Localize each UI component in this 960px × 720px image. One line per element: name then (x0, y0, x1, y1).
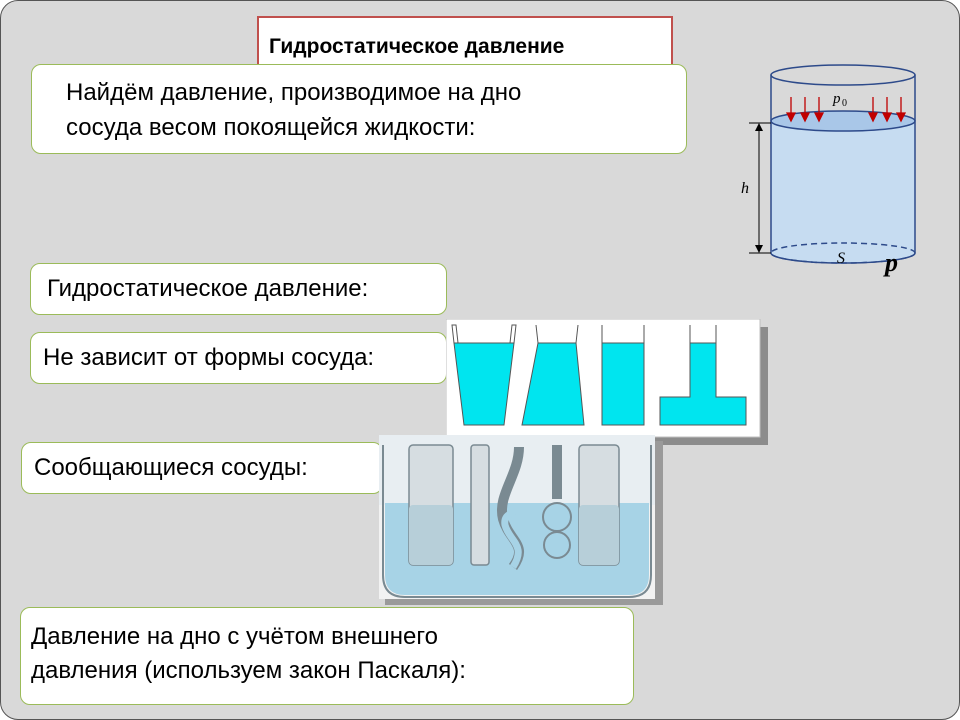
cylinder-top-ellipse (770, 64, 916, 86)
communicating-vessels-illustration (379, 435, 663, 605)
label-S: S (837, 250, 845, 267)
cylinder-diagram: h p 0 S p (741, 64, 916, 277)
shape-independence-label: Не зависит от формы сосуда: (43, 344, 375, 371)
find-pressure-line-2: сосуда весом покоящейся жидкости: (66, 114, 476, 141)
communicating-vessels-label: Сообщающиеся сосуды: (34, 454, 308, 481)
pascal-pressure-box: Давление на дно с учётом внешнего давлен… (20, 607, 634, 705)
label-p0-subscript: 0 (842, 98, 847, 109)
hydrostatic-pressure-label: Гидростатическое давление: (47, 275, 369, 302)
divider-2 (470, 444, 490, 566)
communicating-vessels-box: Сообщающиеся сосуды: (21, 442, 383, 494)
find-pressure-line-1: Найдём давление, производимое на дно (66, 79, 522, 106)
cylinder-water (771, 121, 915, 253)
pascal-pressure-line-1: Давление на дно с учётом внешнего (31, 623, 438, 650)
label-p: p (883, 248, 898, 277)
outer-tube (382, 445, 652, 598)
vessel-widening (521, 342, 585, 426)
hydrostatic-pressure-box: Гидростатическое давление: (30, 263, 447, 315)
label-h: h (741, 180, 749, 197)
vessel-straight (601, 342, 645, 426)
vessel-shapes-illustration (446, 319, 768, 445)
vessel-t-shape (659, 342, 747, 426)
pascal-pressure-line-2: давления (используем закон Паскаля): (31, 657, 466, 684)
find-pressure-box: Найдём давление, производимое на дно сос… (31, 64, 687, 154)
label-p0: p (832, 91, 841, 107)
shape-independence-box: Не зависит от формы сосуда: (30, 332, 447, 384)
cylinder-bottom-front (770, 252, 916, 264)
slide-title: Гидростатическое давление (269, 35, 565, 58)
vessel-narrowing (453, 342, 515, 426)
external-pressure-arrows (785, 97, 907, 123)
